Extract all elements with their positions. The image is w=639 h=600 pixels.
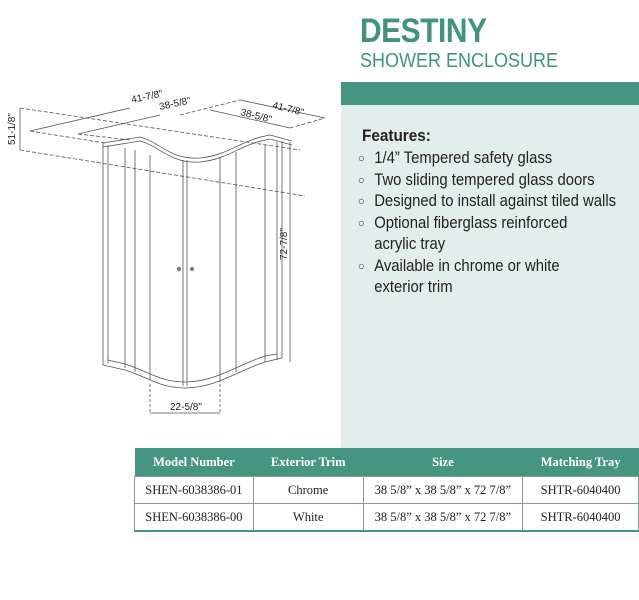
bullet-circle-icon: ○ xyxy=(358,151,365,165)
feature-item: ○Optional fiberglass reinforced xyxy=(358,213,616,235)
product-title: DESTINY xyxy=(360,12,487,50)
dim-door-opening: 22-5/8" xyxy=(170,402,202,413)
cell-exterior-trim: Chrome xyxy=(252,476,364,504)
cell-size: 38 5/8” x 38 5/8” x 72 7/8” xyxy=(362,476,524,504)
model-table: Model Number Exterior Trim Size Matching… xyxy=(134,448,639,532)
feature-item-continuation: exterior trim xyxy=(374,278,453,296)
cell-model-number: SHEN-6038386-00 xyxy=(134,503,254,532)
cell-exterior-trim: White xyxy=(252,503,364,532)
dim-width-outer-right: 41-7/8" xyxy=(271,100,305,119)
cell-model-number: SHEN-6038386-01 xyxy=(134,476,254,504)
product-subtitle: SHOWER ENCLOSURE xyxy=(360,50,559,72)
bullet-circle-icon: ○ xyxy=(358,258,365,273)
features-list: ○1/4” Tempered safety glass ○Two sliding… xyxy=(358,148,639,299)
table-header-row: Model Number Exterior Trim Size Matching… xyxy=(134,448,639,477)
dim-diagonal: 51-1/8" xyxy=(7,113,18,145)
feature-item: ○1/4” Tempered safety glass xyxy=(358,148,616,170)
table-row: SHEN-6038386-01 Chrome 38 5/8” x 38 5/8”… xyxy=(134,476,639,504)
table-row: SHEN-6038386-00 White 38 5/8” x 38 5/8” … xyxy=(134,503,639,532)
feature-item: ○Two sliding tempered glass doors xyxy=(358,170,616,192)
col-size: Size xyxy=(363,448,523,477)
bullet-circle-icon: ○ xyxy=(358,194,365,208)
shower-enclosure-drawing: 41-7/8" 38-5/8" 41-7/8" 38-5/8" 51-1/8" … xyxy=(7,88,326,414)
feature-item-continuation: acrylic tray xyxy=(374,235,446,253)
cell-size: 38 5/8” x 38 5/8” x 72 7/8” xyxy=(362,503,524,532)
features-panel xyxy=(341,105,639,448)
feature-item: ○Designed to install against tiled walls xyxy=(358,191,616,213)
col-matching-tray: Matching Tray xyxy=(522,448,639,477)
dim-height: 72-7/8" xyxy=(279,228,290,260)
features-heading: Features: xyxy=(362,126,431,145)
col-model-number: Model Number xyxy=(134,448,254,477)
cell-matching-tray: SHTR-6040400 xyxy=(522,503,639,532)
accent-bar xyxy=(341,82,639,105)
dim-width-inner-right: 38-5/8" xyxy=(239,107,273,126)
col-exterior-trim: Exterior Trim xyxy=(253,448,364,477)
bullet-circle-icon: ○ xyxy=(358,172,365,187)
bullet-circle-icon: ○ xyxy=(358,215,365,230)
cell-matching-tray: SHTR-6040400 xyxy=(522,476,639,504)
feature-item: ○Available in chrome or white xyxy=(358,256,616,278)
